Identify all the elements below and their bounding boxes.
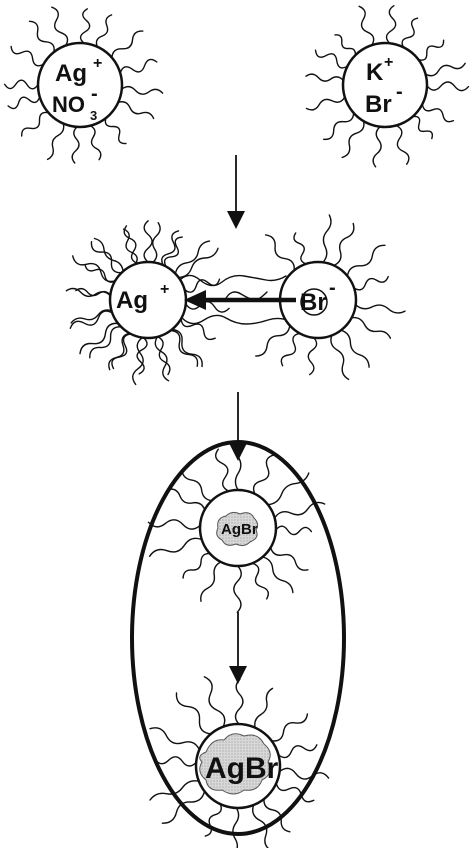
surfactant-tail [356,305,405,313]
surfactant-tail [352,318,391,339]
collision-ag-label: Ag [116,287,148,314]
surfactant-tail [276,526,311,534]
surfactant-tail [8,97,40,109]
surfactant-tail [72,127,79,163]
collision-ag-charge: + [160,281,169,298]
surfactant-tail [112,334,131,369]
surfactant-tail [263,557,293,593]
surfactant-tail [387,6,396,44]
surfactant-tail [402,18,417,47]
surfactant-tail [90,126,100,160]
surfactant-tail [307,97,345,110]
surfactant-tail [426,63,466,75]
surfactant-tail [122,87,163,95]
surfactant-tail [271,548,308,571]
surfactant-tail [96,15,111,47]
surfactant-tail [268,473,309,505]
surfactant-tail [5,80,38,89]
surfactant-tail [342,121,364,157]
surfactant-tail [201,562,221,601]
surfactant-tail [168,489,205,510]
surfactant-tail [150,728,199,750]
surfactant-tail [182,470,212,501]
surfactant-tail [85,265,115,283]
surfactant-tail [413,116,433,138]
kbr-anion-charge: - [396,81,403,103]
surfactant-tail [144,221,152,262]
surfactant-tail [294,233,306,264]
surfactant-tail [272,714,308,741]
surfactant-tail [373,127,381,167]
surfactant-tail [252,563,268,599]
surfactant-tail [112,31,143,58]
surfactant-tail [256,326,290,357]
surfactant-tail [323,215,331,262]
surfactant-tail [331,336,349,380]
surfactant-tail [234,566,241,612]
surfactant-tail [171,331,198,367]
surfactant-tail [347,245,385,276]
surfactant-tail [118,102,153,119]
surfactant-tail [335,35,355,55]
agno3-cation-charge: + [93,55,102,72]
kbr-cation-charge: + [384,54,393,71]
surfactant-tail [236,679,243,724]
surfactant-tail [280,768,329,779]
surfactant-tail [279,745,317,758]
surfactant-tail [306,74,343,81]
surfactant-tail [266,235,295,271]
surfactant-tail [418,40,443,60]
kbr-cation-label: K [366,59,384,86]
agno3-cation-label: Ag [55,60,87,87]
surfactant-tail [91,242,121,273]
surfactant-tail [105,118,126,144]
agno3-anion-label: NO [52,92,85,117]
collision-br-label: Br [300,289,327,316]
surfactant-tail [120,59,157,73]
surfactant-tail [150,538,202,556]
surfactant-tail [396,126,409,165]
surfactant-tail [427,82,469,91]
surfactant-tail [204,677,224,727]
surfactant-tail [316,50,348,68]
surfactant-tail [216,449,229,491]
surfactant-tail [153,223,160,263]
surfactant-tail [359,6,374,45]
kbr-anion-label: Br [365,91,392,118]
agno3-anion-charge: - [91,83,98,105]
surfactant-tail [81,9,90,43]
surfactant-tail [255,688,273,727]
surfactant-tail [11,47,43,66]
surfactant-tail [155,337,168,381]
agbr-small-label: AgBr [221,521,258,538]
surfactant-tail [308,338,316,375]
agbr-large-label: AgBr [205,752,279,785]
surfactant-tail [133,338,143,385]
surfactant-tail [52,7,68,45]
surfactant-tail [80,323,118,353]
surfactant-tail [30,21,55,52]
agno3-anion-subscript: 3 [90,108,97,123]
surfactant-tail [281,333,300,365]
surfactant-tail [183,554,210,579]
ion-transfer-arrowhead [184,290,206,310]
surfactant-tail [422,104,453,121]
surfactant-tail [48,124,64,160]
surfactant-tail [22,112,49,136]
surfactant-tail [176,693,211,734]
surfactant-tail [73,256,116,282]
surfactant-tail [233,808,239,848]
surfactant-tail [155,757,196,766]
surfactant-tail [354,277,388,290]
surfactant-tail [254,455,274,494]
collision-br-charge: - [329,277,336,299]
surfactant-tail [334,224,354,266]
surfactant-tail [341,330,369,367]
surfactant-tail [148,520,200,529]
surfactant-tail [324,113,354,139]
